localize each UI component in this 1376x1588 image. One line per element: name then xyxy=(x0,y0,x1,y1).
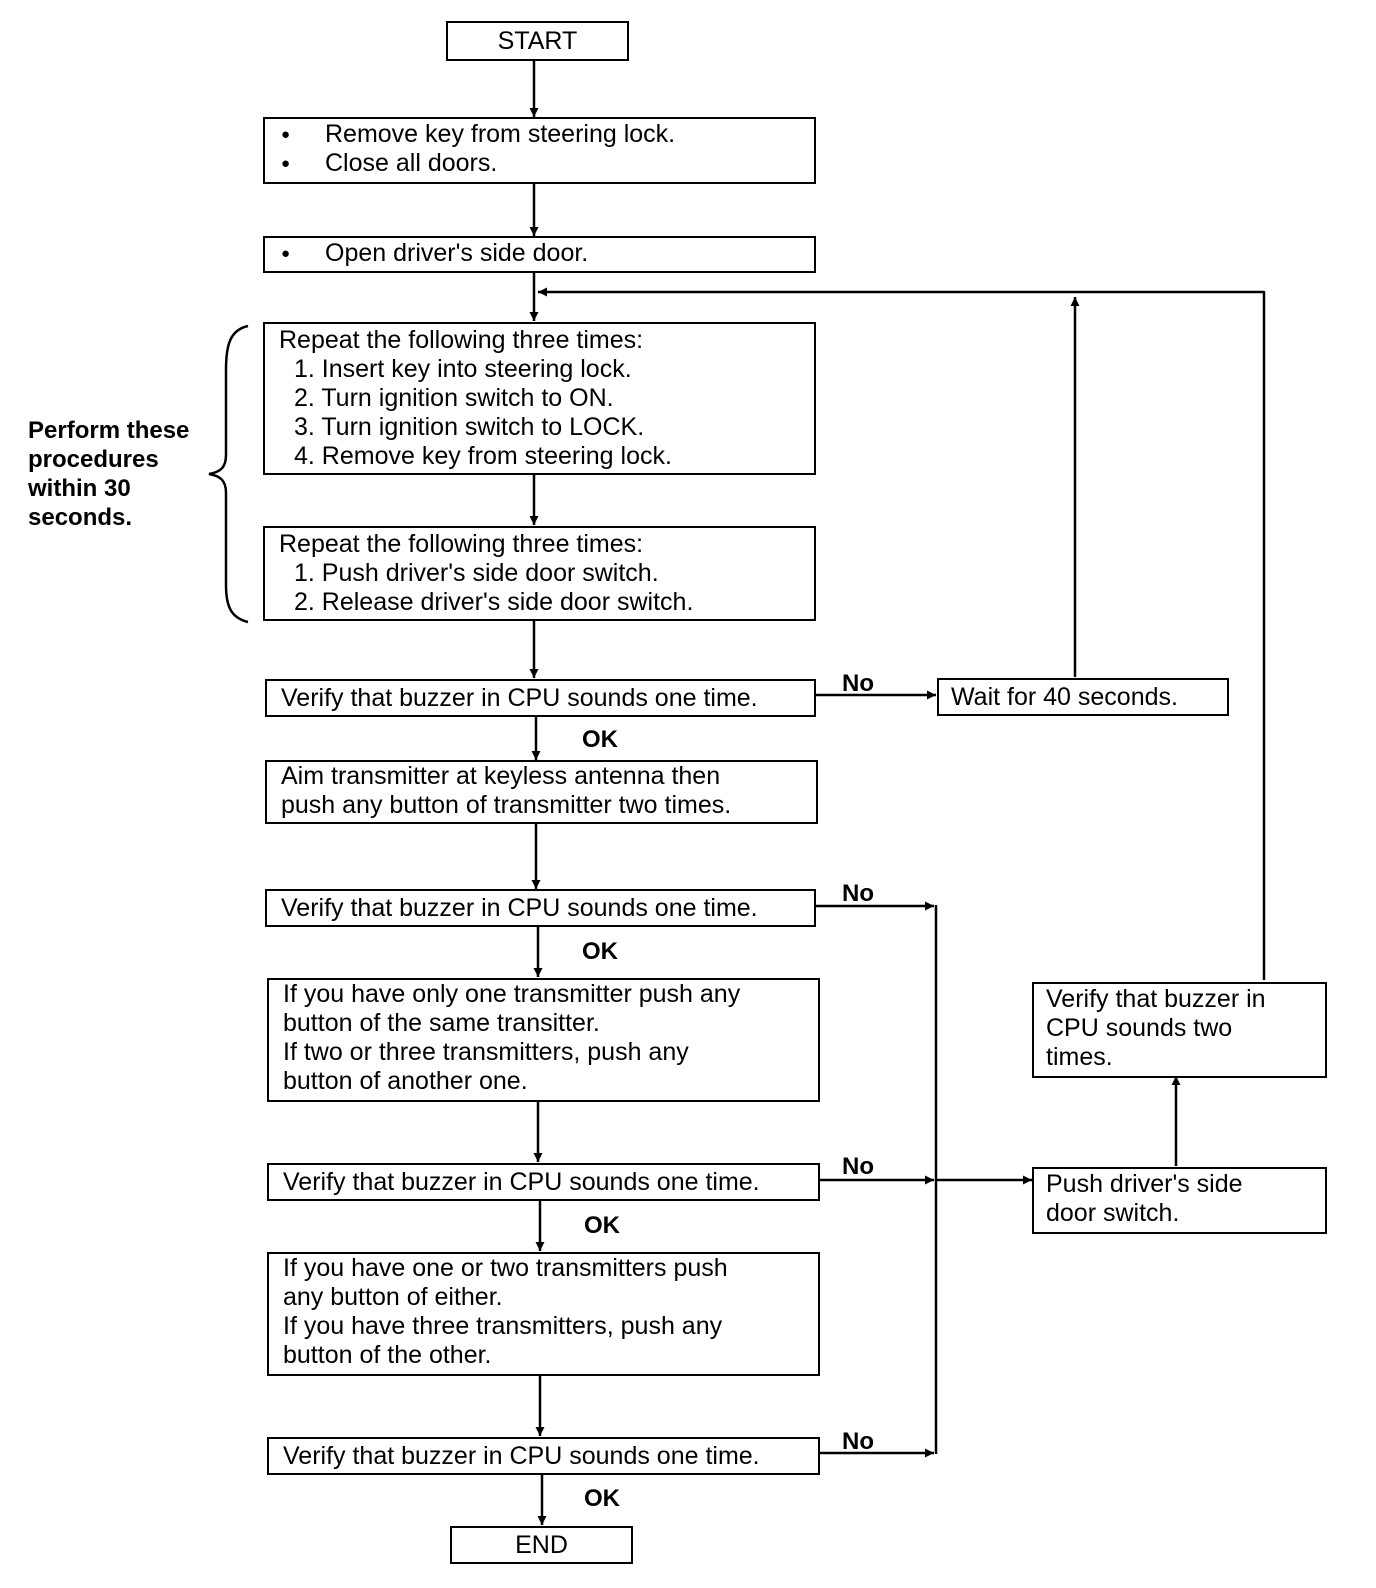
note-line-3: within 30 xyxy=(28,475,131,502)
verify-buzzer-1-text: Verify that buzzer in CPU sounds one tim… xyxy=(281,684,758,712)
prep-line-1: Remove key from steering lock. xyxy=(281,120,814,149)
if-two-line-2: any button of either. xyxy=(283,1283,503,1311)
start-label: START xyxy=(497,27,578,55)
repeat-ignition-step-2: 2. Turn ignition switch to ON. xyxy=(294,384,614,412)
ok-label-1: OK xyxy=(582,726,618,753)
if-two-line-4: button of the other. xyxy=(283,1341,492,1369)
start-terminal: START xyxy=(446,21,629,61)
verify-two-line-2: CPU sounds two xyxy=(1046,1014,1233,1042)
verify-buzzer-2-text: Verify that buzzer in CPU sounds one tim… xyxy=(281,894,758,922)
verify-buzzer-3: Verify that buzzer in CPU sounds one tim… xyxy=(267,1163,820,1201)
if-two-line-3: If you have three transmitters, push any xyxy=(283,1312,723,1340)
repeat-ignition-step-1: 1. Insert key into steering lock. xyxy=(294,355,632,383)
ok-label-4: OK xyxy=(584,1485,620,1512)
if-one-line-3: If two or three transmitters, push any xyxy=(283,1038,689,1066)
verify-two-line-3: times. xyxy=(1046,1043,1113,1071)
brace xyxy=(208,324,249,624)
multiple-transmitters-step: If you have one or two transmitters push… xyxy=(267,1252,820,1376)
if-two-line-1: If you have one or two transmitters push xyxy=(283,1254,728,1282)
push-switch-line-2: door switch. xyxy=(1046,1199,1180,1227)
aim-transmitter-step: Aim transmitter at keyless antenna then … xyxy=(265,760,818,824)
no-label-4: No xyxy=(842,1428,874,1455)
repeat-door-heading: Repeat the following three times: xyxy=(279,530,644,558)
note-line-4: seconds. xyxy=(28,504,133,531)
aim-line-2: push any button of transmitter two times… xyxy=(281,791,732,819)
repeat-ignition-step-3: 3. Turn ignition switch to LOCK. xyxy=(294,413,645,441)
push-switch-line-1: Push driver's side xyxy=(1046,1170,1243,1198)
time-limit-note: Perform these procedures within 30 secon… xyxy=(28,416,218,532)
repeat-ignition-heading: Repeat the following three times: xyxy=(279,326,644,354)
open-door-step: Open driver's side door. xyxy=(263,236,816,273)
no-label-2: No xyxy=(842,880,874,907)
repeat-door-switch-step: Repeat the following three times: 1. Pus… xyxy=(263,526,816,621)
prep-line-2: Close all doors. xyxy=(281,149,814,178)
no-label-1: No xyxy=(842,670,874,697)
note-line-1: Perform these xyxy=(28,417,190,444)
verify-buzzer-4: Verify that buzzer in CPU sounds one tim… xyxy=(267,1437,820,1475)
repeat-door-step-1: 1. Push driver's side door switch. xyxy=(294,559,659,587)
wait-text: Wait for 40 seconds. xyxy=(951,683,1178,711)
if-one-line-1: If you have only one transmitter push an… xyxy=(283,980,741,1008)
ok-label-3: OK xyxy=(584,1212,620,1239)
end-label: END xyxy=(515,1531,568,1559)
if-one-line-4: button of another one. xyxy=(283,1067,528,1095)
aim-line-1: Aim transmitter at keyless antenna then xyxy=(281,762,721,790)
verify-buzzer-4-text: Verify that buzzer in CPU sounds one tim… xyxy=(283,1442,760,1470)
repeat-ignition-step: Repeat the following three times: 1. Ins… xyxy=(263,322,816,475)
ok-label-2: OK xyxy=(582,938,618,965)
note-line-2: procedures xyxy=(28,446,159,473)
repeat-door-step-2: 2. Release driver's side door switch. xyxy=(294,588,694,616)
end-terminal: END xyxy=(450,1526,633,1564)
push-door-switch-step: Push driver's side door switch. xyxy=(1032,1167,1327,1234)
wait-step: Wait for 40 seconds. xyxy=(937,678,1229,716)
single-transmitter-step: If you have only one transmitter push an… xyxy=(267,978,820,1102)
if-one-line-2: button of the same transitter. xyxy=(283,1009,600,1037)
prep-step: Remove key from steering lock. Close all… xyxy=(263,117,816,184)
verify-buzzer-2: Verify that buzzer in CPU sounds one tim… xyxy=(265,889,816,927)
repeat-ignition-step-4: 4. Remove key from steering lock. xyxy=(294,442,672,470)
verify-buzzer-3-text: Verify that buzzer in CPU sounds one tim… xyxy=(283,1168,760,1196)
verify-buzzer-1: Verify that buzzer in CPU sounds one tim… xyxy=(265,679,816,717)
no-label-3: No xyxy=(842,1153,874,1180)
verify-buzzer-two-times: Verify that buzzer in CPU sounds two tim… xyxy=(1032,982,1327,1078)
verify-two-line-1: Verify that buzzer in xyxy=(1046,985,1266,1013)
open-door-line: Open driver's side door. xyxy=(281,239,814,268)
